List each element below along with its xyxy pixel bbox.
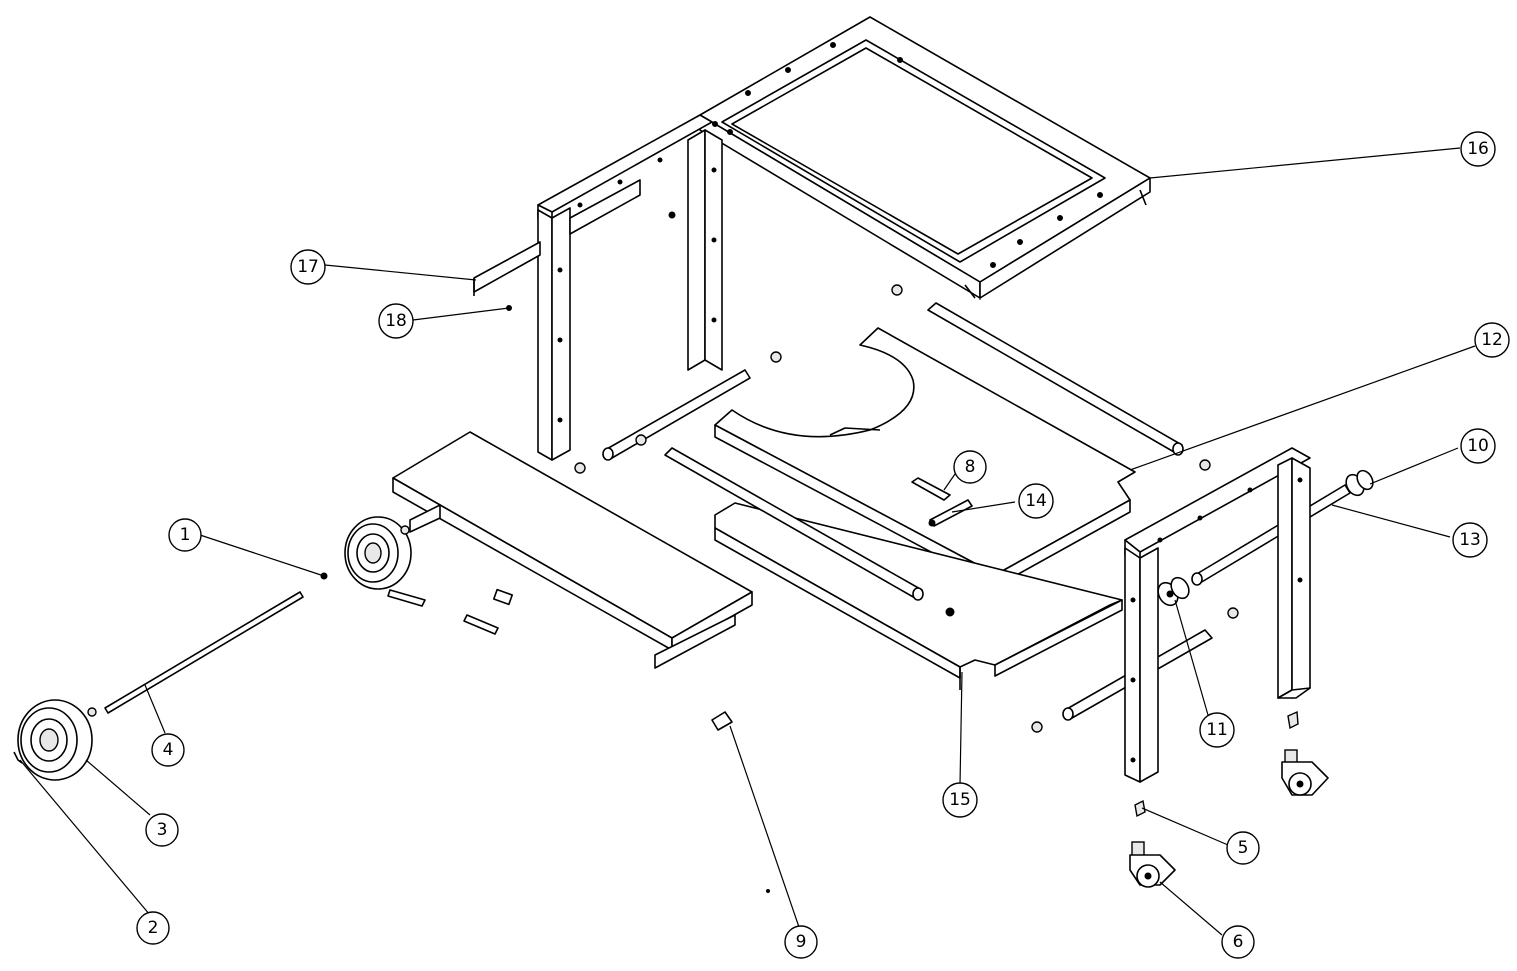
- callout-label: 4: [163, 740, 174, 760]
- callout-label: 10: [1467, 436, 1489, 456]
- part-axle-4: [104, 591, 304, 714]
- part-bolt-5: [1134, 710, 1299, 818]
- part-pin-8: [911, 477, 951, 501]
- part-side-panel: [392, 431, 753, 669]
- small-parts: [87, 525, 514, 717]
- callout-label: 13: [1459, 530, 1481, 550]
- part-clip-9: [711, 711, 733, 731]
- nuts: [574, 284, 1239, 733]
- callout-label: 11: [1206, 720, 1228, 740]
- callout-12: 12: [1474, 322, 1510, 358]
- part-left-rear-leg: [687, 129, 723, 371]
- part-knob-10: [1345, 469, 1374, 497]
- callout-label: 3: [157, 820, 168, 840]
- callout-label: 9: [796, 932, 807, 952]
- callout-15: 15: [942, 782, 978, 818]
- callout-3: 3: [145, 813, 179, 847]
- callout-label: 5: [1238, 838, 1249, 858]
- leader-lines: [19, 147, 1476, 936]
- callout-17: 17: [290, 249, 326, 285]
- part-top-frame: [699, 16, 1151, 300]
- part-caster-6: [1129, 749, 1329, 888]
- callout-label: 6: [1233, 932, 1244, 952]
- callout-10: 10: [1460, 428, 1496, 464]
- callout-label: 12: [1481, 330, 1503, 350]
- callout-4: 4: [151, 733, 185, 767]
- callout-label: 14: [1025, 491, 1047, 511]
- callout-2: 2: [136, 911, 170, 945]
- callout-11: 11: [1199, 712, 1235, 748]
- part-shelf-15: [714, 502, 1123, 690]
- callout-13: 13: [1452, 522, 1488, 558]
- part-clip-2: [13, 751, 23, 764]
- callout-8: 8: [953, 450, 987, 484]
- callout-label: 18: [385, 311, 407, 331]
- callout-label: 15: [949, 790, 971, 810]
- scan-specks: [766, 889, 770, 893]
- callout-6: 6: [1221, 925, 1255, 959]
- callout-label: 16: [1467, 139, 1489, 159]
- part-knob-11: [1157, 576, 1190, 607]
- callout-label: 2: [148, 918, 159, 938]
- part-bracket-17: [473, 241, 541, 296]
- part-left-front-leg: [537, 114, 713, 461]
- part-bolt-14: [928, 499, 973, 527]
- callout-label: 1: [180, 525, 191, 545]
- callout-label: 17: [297, 257, 319, 277]
- callout-5: 5: [1226, 831, 1260, 865]
- part-wheel-3: [17, 516, 426, 781]
- callout-14: 14: [1018, 483, 1054, 519]
- callout-18: 18: [378, 303, 414, 339]
- callout-label: 8: [965, 457, 976, 477]
- callout-9: 9: [784, 925, 818, 959]
- callout-16: 16: [1460, 131, 1496, 167]
- part-right-front-leg: [1124, 447, 1311, 783]
- callout-1: 1: [168, 518, 202, 552]
